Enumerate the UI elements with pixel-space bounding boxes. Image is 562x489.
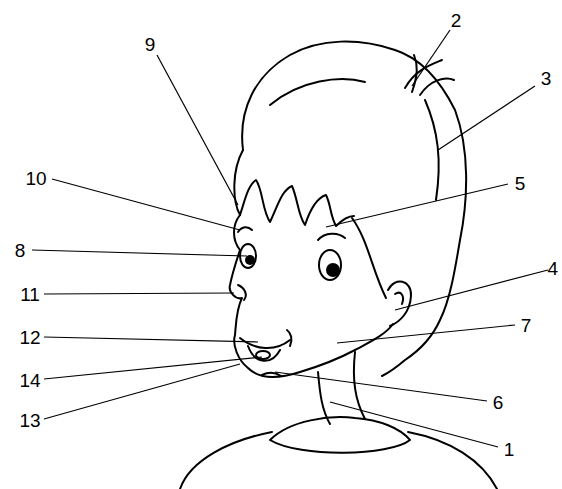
leader-line [275, 372, 487, 401]
ear [388, 281, 411, 326]
callout-number: 9 [145, 35, 156, 54]
hair-strand [425, 100, 439, 200]
leader-line [412, 30, 450, 86]
hair-fringe [234, 150, 354, 226]
chin-crease [262, 373, 281, 376]
callout-number: 14 [19, 371, 40, 390]
leader-line [337, 325, 515, 343]
leader-line [52, 179, 240, 230]
ear-inner [395, 293, 403, 304]
callout-number: 5 [515, 174, 526, 193]
callout-number: 6 [493, 393, 504, 412]
hair-tuft [420, 79, 454, 95]
callout-number: 4 [547, 259, 558, 278]
leader-line [326, 184, 508, 227]
callout-number: 1 [504, 440, 515, 459]
leader-line [32, 250, 247, 256]
cheek-line [287, 330, 291, 346]
eyebrow [318, 234, 345, 240]
pupil [326, 263, 340, 277]
shirt-line [180, 432, 272, 489]
leader-line [157, 55, 238, 205]
shirt-line [408, 432, 497, 489]
callout-number: 7 [521, 316, 532, 335]
leader-line [44, 293, 234, 294]
hair-tuft [412, 55, 417, 92]
hair-strand [270, 79, 365, 105]
collar [270, 417, 410, 453]
nose [238, 285, 246, 300]
leader-line [438, 86, 535, 150]
callout-number: 2 [451, 11, 462, 30]
callout-number: 8 [15, 241, 26, 260]
leader-line [44, 337, 258, 342]
face-outline [230, 215, 393, 377]
leader-line [330, 402, 498, 447]
leader-line [44, 364, 240, 419]
callout-number: 10 [25, 169, 46, 188]
callout-number: 12 [19, 328, 40, 347]
hair-strand [352, 218, 386, 298]
lower-lip [248, 346, 280, 361]
callout-number: 11 [20, 285, 40, 304]
callout-number: 13 [19, 411, 40, 430]
eye [319, 250, 341, 280]
callout-number: 3 [541, 69, 552, 88]
leader-line [44, 357, 262, 379]
leader-line [395, 270, 548, 310]
hair-tuft [405, 60, 442, 88]
